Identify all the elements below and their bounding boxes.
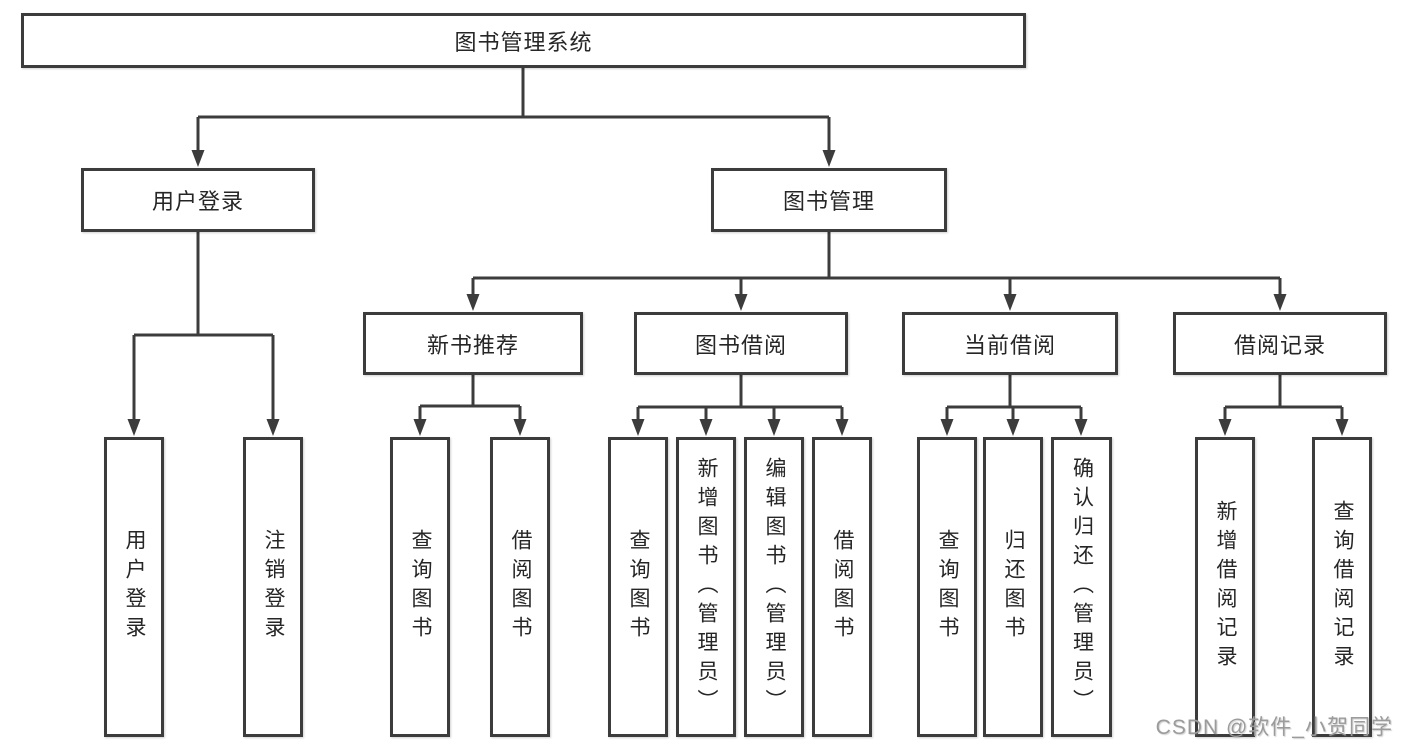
connector-root-to-level2: [191, 68, 836, 167]
connector-line: [471, 232, 1282, 296]
arrow-down-icon: [191, 150, 836, 167]
leaf-borrow-books: 借阅图书: [812, 437, 872, 737]
arrow-down-icon: [413, 419, 527, 436]
leaf-query-books-recommend: 查询图书: [390, 437, 450, 737]
leaf-label: 查询图书: [409, 529, 432, 645]
leaf-label: 查询图书: [936, 529, 959, 645]
connector-line: [945, 375, 1083, 421]
watermark: CSDN @软件_小贺同学: [1155, 716, 1393, 739]
arrow-down-icon: [940, 419, 1088, 436]
leaf-label: 归还图书: [1002, 529, 1025, 645]
leaf-label: 借阅图书: [831, 529, 854, 645]
leaf-user-login: 用户登录: [104, 437, 164, 737]
leaf-add-book-admin: 新增图书（管理员）: [676, 437, 736, 737]
node-label: 图书管理系统: [454, 29, 593, 55]
connector-line: [132, 232, 275, 421]
leaf-borrow-books-recommend: 借阅图书: [490, 437, 550, 737]
node-current-borrow: 当前借阅: [902, 312, 1118, 375]
connector-user-login-branch: [127, 232, 280, 436]
connector-borrow-records-branch: [1218, 375, 1349, 436]
connector-line: [1223, 375, 1344, 421]
connector-book-management-branch: [466, 232, 1287, 311]
connector-book-borrow-branch: [631, 375, 849, 436]
leaf-add-borrow-record: 新增借阅记录: [1195, 437, 1255, 737]
leaf-query-books-borrow: 查询图书: [608, 437, 668, 737]
leaf-label: 注销登录: [262, 529, 285, 645]
node-library-system: 图书管理系统: [21, 13, 1026, 68]
leaf-edit-book-admin: 编辑图书（管理员）: [744, 437, 804, 737]
node-label: 新书推荐: [426, 332, 519, 358]
connector-line: [418, 375, 522, 421]
leaf-label: 确认归还（管理员）: [1070, 456, 1094, 718]
leaf-query-borrow-record: 查询借阅记录: [1312, 437, 1372, 737]
arrow-down-icon: [631, 419, 849, 436]
node-label: 用户登录: [151, 189, 244, 214]
connector-line: [636, 375, 844, 421]
node-label: 当前借阅: [963, 332, 1056, 358]
leaf-confirm-return-admin: 确认归还（管理员）: [1051, 437, 1112, 737]
leaf-label: 新增图书（管理员）: [695, 456, 718, 718]
node-borrow-records: 借阅记录: [1173, 312, 1387, 375]
leaf-return-books: 归还图书: [983, 437, 1043, 737]
connector-line: [196, 68, 831, 152]
leaf-label: 编辑图书（管理员）: [763, 456, 786, 718]
arrow-down-icon: [1218, 419, 1349, 436]
node-book-borrow: 图书借阅: [634, 312, 848, 375]
arrow-down-icon: [127, 419, 280, 436]
leaf-logout: 注销登录: [243, 437, 303, 737]
node-label: 图书管理: [782, 189, 875, 214]
node-label: 图书借阅: [694, 332, 787, 358]
node-book-management: 图书管理: [711, 168, 947, 232]
leaf-query-books-current: 查询图书: [917, 437, 977, 737]
node-label: 借阅记录: [1233, 332, 1326, 358]
leaf-label: 查询借阅记录: [1331, 500, 1354, 674]
connector-new-book-branch: [413, 375, 527, 436]
leaf-label: 借阅图书: [509, 529, 532, 645]
node-new-book-recommend: 新书推荐: [363, 312, 583, 375]
connector-current-borrow-branch: [940, 375, 1088, 436]
arrow-down-icon: [466, 294, 1287, 311]
node-user-login: 用户登录: [81, 168, 315, 232]
leaf-label: 查询图书: [627, 529, 650, 645]
leaf-label: 用户登录: [123, 529, 146, 645]
leaf-label: 新增借阅记录: [1214, 500, 1237, 674]
